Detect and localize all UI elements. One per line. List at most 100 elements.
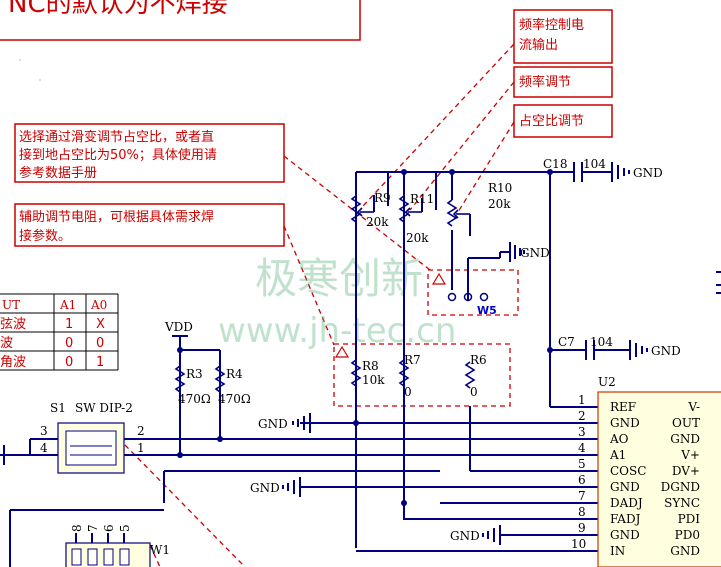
s1-pin-2: 2 [137, 424, 145, 438]
note-duty-select-line2: 接到地占空比为50%；具体使用请 [19, 147, 217, 163]
r10-value: 20k [488, 197, 511, 211]
u2-pin-1-right-label: V- [687, 400, 700, 414]
r11-ref: R11 [410, 192, 434, 206]
truth-row2-wave: 波 [0, 336, 13, 351]
truth-row3-wave: 角波 [0, 355, 26, 370]
c7-ref: C7 [558, 335, 575, 349]
u2-pin-4-right-label: V+ [680, 448, 700, 462]
gnd-pin6: GND [250, 477, 301, 497]
gnd-pin2: GND [258, 413, 311, 433]
u2-pin-3-left-label: AO [609, 432, 629, 446]
gnd-pin2-label: GND [258, 417, 288, 431]
note-freq-current: 频率控制电 流输出 [513, 9, 613, 64]
w1-pin-6: 6 [102, 524, 116, 532]
gnd-c18: GND [611, 162, 663, 182]
r7-value: 0 [404, 385, 412, 399]
c7-value: 104 [590, 335, 613, 349]
u2-pin-5-right-label: DV+ [672, 464, 700, 478]
s1-pin-1: 1 [137, 441, 145, 455]
u2-pin-2-right-label: OUT [672, 416, 700, 430]
w1-pin-8: 8 [70, 524, 84, 532]
junctions [177, 169, 553, 506]
gnd-s1 [3, 445, 5, 465]
note-freq-current-line1: 频率控制电 [519, 17, 584, 33]
u2-pin-6-right-label: DGND [661, 480, 700, 494]
r10-ref: R10 [488, 181, 512, 195]
truth-table: UT A1 A0 弦波 1 X 波 0 0 角波 0 1 [0, 293, 119, 371]
w1-connector: W1 8 7 6 5 [65, 524, 170, 567]
note-freq-current-line2: 流输出 [519, 37, 558, 53]
u2-pin-6-number: 6 [578, 473, 586, 487]
r9-value: 20k [366, 215, 389, 229]
u2-pin-7-number: 7 [578, 489, 586, 503]
r8-value: 10k [362, 373, 385, 387]
s1-pin-4: 4 [40, 441, 48, 455]
u2-pin-4-left-label: A1 [609, 448, 626, 462]
w1-pin-5: 5 [118, 524, 132, 532]
resistor-area-marker [334, 345, 350, 358]
s1-value: SW DIP-2 [75, 401, 133, 415]
u2-pin-9-left-label: GND [610, 528, 640, 542]
gnd-pin6-label: GND [250, 481, 280, 495]
u2-pin-4-number: 4 [578, 441, 586, 455]
c18-value: 104 [583, 157, 606, 171]
u2-pin-3-right-label: GND [670, 432, 700, 446]
truth-row1-a0: X [96, 317, 105, 332]
note-aux-resistor-line2: 接参数。 [19, 228, 71, 244]
note-duty-select: 选择通过滑变调节占空比，或者直 接到地占空比为50%；具体使用请 参考数据手册 [14, 123, 285, 183]
r6-value: 0 [470, 385, 478, 399]
u2-pin-10-right-label: GND [670, 544, 700, 558]
gnd-w5: GND [500, 242, 550, 262]
u2-pin-8-left-label: FADJ [610, 512, 641, 526]
c7-capacitor: C7 104 [558, 335, 630, 360]
u2-pin-2-number: 2 [578, 409, 586, 423]
u2-pin-9-right-label: PD0 [675, 528, 700, 542]
c18-capacitor: C18 104 [543, 157, 612, 182]
grid [0, 39, 41, 81]
u2-pin-10-number: 10 [571, 537, 586, 551]
r11-value: 20k [406, 231, 429, 245]
r9-ref: R9 [374, 191, 391, 205]
note-freq-adjust: 频率调节 [513, 66, 613, 98]
truth-row1-wave: 弦波 [0, 316, 26, 332]
note-aux-resistor: 辅助调节电阻，可根据具体需求焊 接参数。 [14, 203, 285, 247]
c18-ref: C18 [543, 157, 567, 171]
truth-row1-a1: 1 [65, 317, 73, 332]
title-banner-text: NC的默认为不焊接 [8, 0, 228, 19]
r4-value: 470Ω [218, 392, 251, 406]
r6-resistor: R6 0 [464, 353, 487, 399]
vdd-label: VDD [164, 320, 193, 334]
u2-pin-6-left-label: GND [610, 480, 640, 494]
r7-resistor: R7 0 [398, 353, 421, 399]
u2-pin-2-left-label: GND [610, 416, 640, 430]
truth-header-a1: A1 [59, 298, 76, 312]
gnd-c18-label: GND [633, 166, 663, 180]
r9-potentiometer: R9 20k [350, 191, 391, 229]
s1-ref: S1 [50, 401, 66, 415]
truth-header-a0: A0 [90, 298, 107, 312]
truth-row2-a0: 0 [96, 336, 104, 351]
u2-pin-7-left-label: DADJ [610, 496, 643, 510]
r4-resistor: R4 470Ω [214, 365, 251, 406]
u2-pin-1-number: 1 [578, 393, 586, 407]
r4-ref: R4 [226, 367, 243, 381]
truth-row3-a1: 0 [65, 355, 73, 370]
note-aux-resistor-line1: 辅助调节电阻，可根据具体需求焊 [19, 209, 214, 225]
r7-ref: R7 [404, 353, 421, 367]
leader-lines [124, 43, 515, 567]
note-freq-adjust-text: 频率调节 [519, 74, 571, 90]
u2-pin-1-left-label: REF [610, 400, 636, 414]
r8-ref: R8 [362, 359, 379, 373]
gnd-w5-label: GND [520, 246, 550, 260]
note-duty-select-line1: 选择通过滑变调节占空比，或者直 [19, 129, 214, 145]
gnd-pin9: GND [450, 525, 501, 545]
w1-pin-7: 7 [86, 524, 100, 532]
gnd-c7: GND [629, 340, 681, 360]
truth-row3-a0: 1 [96, 355, 104, 370]
s1-pin-3: 3 [40, 424, 48, 438]
note-duty-adjust-text: 占空比调节 [519, 114, 584, 129]
u2-pin-5-number: 5 [578, 457, 586, 471]
truth-header-out: UT [2, 298, 20, 312]
